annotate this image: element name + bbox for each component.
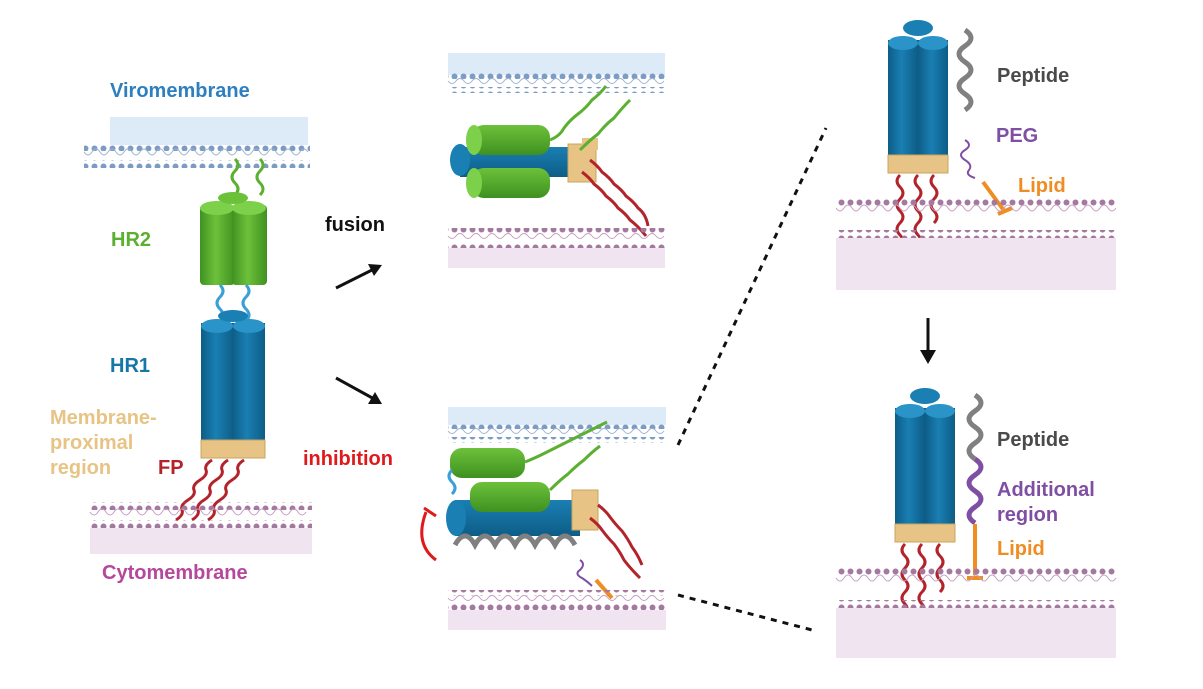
label-hr1: HR1 (110, 355, 150, 377)
label-peg: PEG (996, 125, 1038, 147)
label-additional-2: region (997, 504, 1058, 526)
dashed-connector-bottom (677, 593, 813, 632)
label-fusion: fusion (325, 214, 385, 236)
label-additional-1: Additional (997, 479, 1095, 501)
inhibition-arc (420, 511, 437, 562)
label-hr2: HR2 (111, 229, 151, 251)
label-membrane-proximal-1: Membrane- (50, 407, 157, 429)
label-viromembrane: Viromembrane (110, 80, 250, 102)
label-lipid-top: Lipid (1018, 175, 1066, 197)
label-cytomembrane: Cytomembrane (102, 562, 248, 584)
hr2-bundle (200, 192, 267, 285)
label-fp: FP (158, 457, 184, 479)
label-peptide-bottom: Peptide (997, 429, 1069, 451)
middle-bottom-panel (420, 407, 666, 630)
hr2-linker-coil (230, 157, 240, 197)
dashed-connector-top (676, 127, 828, 446)
right-bottom-panel (835, 388, 1117, 658)
left-panel: Viromembrane HR2 HR1 Membrane- proximal … (50, 80, 312, 584)
label-membrane-proximal-3: region (50, 457, 111, 479)
arrow-fusion (335, 264, 382, 290)
hr1-bundle (200, 310, 266, 459)
arrow-down (920, 318, 936, 364)
right-top-panel (835, 20, 1117, 290)
label-lipid-bottom: Lipid (997, 538, 1045, 560)
viral-membrane-left (83, 117, 310, 168)
label-inhibition: inhibition (303, 448, 393, 470)
cytomembrane-left (89, 502, 312, 554)
label-membrane-proximal-2: proximal (50, 432, 133, 454)
label-peptide-top: Peptide (997, 65, 1069, 87)
arrow-inhibition (335, 376, 382, 404)
middle-top-panel (447, 53, 665, 268)
